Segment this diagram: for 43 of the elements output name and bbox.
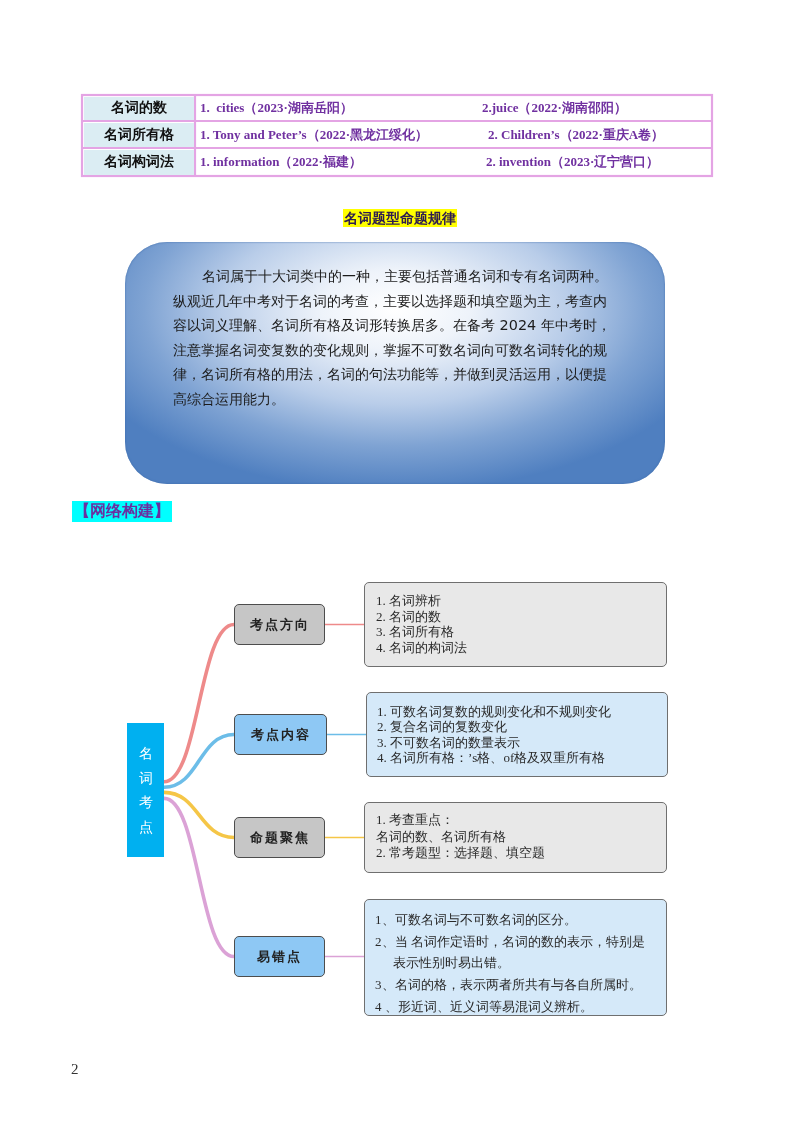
detail-box <box>364 802 667 873</box>
info-panel <box>125 242 665 484</box>
list-item-text: 4 、形近词、近义词等易混词义辨析。 <box>375 998 594 1016</box>
section-heading: 名词题型命题规律 <box>343 209 457 227</box>
list-item-text: 1. 考查重点： <box>376 812 455 829</box>
connector-line <box>324 623 365 626</box>
detail-box <box>364 582 667 667</box>
list-item-text: 3. 名词所有格 <box>376 624 455 640</box>
answer-text: 2.juice（2022·湖南邵阳） <box>482 99 627 117</box>
root-topic-box <box>127 723 164 857</box>
topic-box: 易错点 <box>234 936 325 977</box>
answer-text: 1. information（2022·福建） <box>200 153 362 171</box>
topic-box: 考点方向 <box>234 604 325 645</box>
list-item-text: 1. 名词辨析 <box>376 593 442 609</box>
connector-line <box>324 955 365 958</box>
answer-text: 1. cities（2023·湖南岳阳） <box>200 99 353 117</box>
list-item-text: 4. 名词的构词法 <box>376 639 468 655</box>
list-item-text: 1、可数名词与不可数名词的区分。 <box>375 911 578 929</box>
row-header: 名词所有格 <box>83 122 194 147</box>
paragraph-text: 名词属于十大词类中的一种，主要包括普通名词和专有名词两种。纵观近几年中考对于名词的考查，主要以选择题和填空题为主，考查内容以词义理解、名词所有格及词形转换居多。在备考 2024 年中考时，注意掌握名词变复数的变化规则，掌握不可数名词向可数名词转化的规律，名词所有格的用法，名词的句法功能等，并做到灵活运用，以便提高综合运用能力。 <box>173 267 612 409</box>
connector-line <box>326 733 367 736</box>
list-item-text: 3、名词的格，表示两者所共有与各自所属时。 <box>375 976 643 994</box>
topic-box: 命题聚焦 <box>234 817 325 858</box>
row-header: 名词构词法 <box>83 149 194 175</box>
list-item-text: 2. 复合名词的复数变化 <box>377 719 508 735</box>
vertical-label: 名词考点 <box>138 744 153 837</box>
list-item-text: 4. 名词所有格：’s格、of格及双重所有格 <box>377 750 607 766</box>
list-item-text: 1. 可数名词复数的规则变化和不规则变化 <box>377 704 612 720</box>
detail-box <box>366 692 668 777</box>
answer-text: 1. Tony and Peter’s（2022·黑龙江绥化） <box>200 126 428 144</box>
page-number: 2 <box>71 1061 79 1078</box>
list-item-text: 2、当 名词作定语时，名词的数的表示，特别是表示性别时易出错。 <box>375 933 646 972</box>
list-item-text: 2. 名词的数 <box>376 608 442 624</box>
list-item-text: 2. 常考题型：选择题、填空题 <box>376 845 546 862</box>
answer-text: 2. invention（2023·辽宁营口） <box>486 153 660 171</box>
row-header: 名词的数 <box>83 96 194 120</box>
topic-box: 考点内容 <box>234 714 327 755</box>
list-item-text: 3. 不可数名词的数量表示 <box>377 734 521 751</box>
answer-text: 2. Children’s（2022·重庆A卷） <box>488 126 665 144</box>
detail-box <box>364 899 667 1016</box>
section-heading: 【网络构建】 <box>72 501 172 522</box>
list-item-text: 名词的数、名词所有格 <box>376 828 507 845</box>
connector-line <box>324 836 365 839</box>
